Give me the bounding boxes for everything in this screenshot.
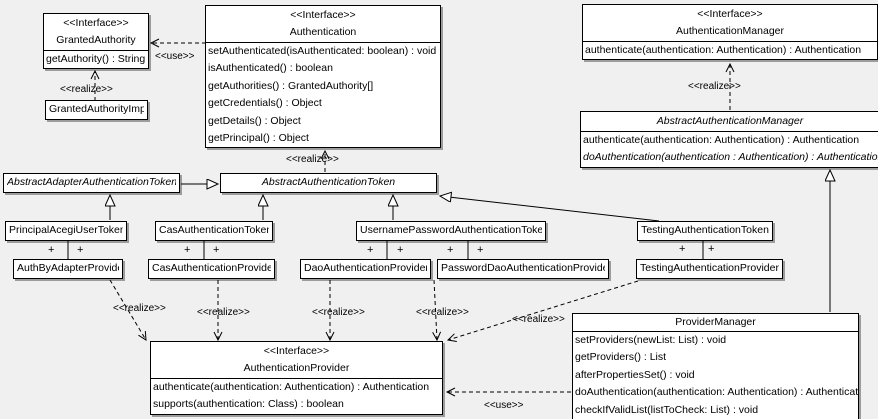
method: getCredentials() : Object [208, 97, 322, 110]
class-name: CasAuthenticationProvider [152, 262, 271, 274]
class-header: <<Interface>> AuthenticationManager [583, 5, 877, 42]
class-cas-authentication-token[interactable]: CasAuthenticationToken [155, 221, 273, 241]
class-name: PrincipalAcegiUserToken [9, 224, 123, 236]
edge-label-realize: <<realize>> [312, 307, 365, 318]
class-name: PasswordDaoAuthenticationProvider [441, 262, 605, 274]
assoc-end-plus: + [367, 244, 374, 256]
class-testing-authentication-provider[interactable]: TestingAuthenticationProvider [636, 259, 783, 279]
class-abstract-adapter-authentication-token[interactable]: AbstractAdapterAuthenticationToken [3, 173, 180, 193]
edge-label-realize: <<realize>> [60, 84, 113, 95]
class-abstract-authentication-manager[interactable]: AbstractAuthenticationManager authentica… [580, 111, 878, 168]
method: getProviders() : List [575, 351, 667, 364]
class-name: AuthenticationManager [676, 25, 784, 37]
method: isAuthenticated() : boolean [208, 62, 333, 75]
class-header: <<Interface>> GrantedAuthority [44, 14, 148, 51]
edge-realize-passworddaoauthenticationprovider [432, 279, 442, 342]
class-header: <<Interface>> Authentication [206, 6, 440, 43]
class-name: UsernamePasswordAuthenticationToken [360, 224, 542, 236]
class-dao-authentication-provider[interactable]: DaoAuthenticationProvider [300, 259, 431, 279]
class-name: AuthenticationProvider [243, 362, 350, 374]
class-header: ProviderManager [573, 314, 858, 332]
class-granted-authority[interactable]: <<Interface>> GrantedAuthority getAuthor… [43, 13, 149, 70]
class-authentication-provider[interactable]: <<Interface>> AuthenticationProvider aut… [150, 341, 443, 415]
method: getAuthorities() : GrantedAuthority[] [208, 79, 374, 92]
edge-label-realize: <<realize>> [286, 154, 339, 165]
assoc-end-plus: + [213, 244, 220, 256]
edge-realize-testingauthenticationprovider [446, 280, 639, 342]
class-testing-authentication-token[interactable]: TestingAuthenticationToken [637, 221, 773, 241]
class-name: AbstractAuthenticationToken [261, 176, 396, 188]
class-name: AbstractAuthenticationManager [656, 115, 804, 127]
class-name: GrantedAuthorityImpl [49, 103, 144, 115]
edge-label-use: <<use>> [484, 400, 524, 411]
edge-label-realize: <<realize>> [197, 307, 250, 318]
class-username-password-authentication-token[interactable]: UsernamePasswordAuthenticationToken [356, 221, 546, 241]
class-auth-by-adapter-provider[interactable]: AuthByAdapterProvider [13, 259, 123, 279]
edge-label-realize: <<realize>> [416, 307, 469, 318]
class-header: <<Interface>> AuthenticationProvider [151, 342, 442, 379]
assoc-end-plus: + [708, 243, 715, 255]
assoc-end-plus: + [679, 243, 686, 255]
class-name: TestingAuthenticationProvider [640, 262, 779, 274]
method: doAuthentication(authentication : Authen… [583, 151, 878, 164]
class-authentication-manager[interactable]: <<Interface>> AuthenticationManager auth… [582, 4, 878, 61]
class-provider-manager[interactable]: ProviderManager setProviders(newList: Li… [572, 313, 859, 419]
method: authenticate(authentication: Authenticat… [583, 134, 860, 146]
class-name: AuthByAdapterProvider [17, 262, 119, 274]
class-name: Authentication [289, 26, 357, 38]
stereotype: <<Interface>> [697, 8, 763, 20]
stereotype: <<Interface>> [63, 17, 129, 29]
edge-label-realize: <<realize>> [688, 81, 741, 92]
edge-label-realize: <<realize>> [113, 303, 166, 314]
edge-label-use: <<use>> [155, 51, 195, 62]
method: getPrincipal() : Object [208, 131, 309, 144]
class-granted-authority-impl[interactable]: GrantedAuthorityImpl [45, 100, 148, 120]
class-password-dao-authentication-provider[interactable]: PasswordDaoAuthenticationProvider [437, 259, 609, 279]
class-name: ProviderManager [675, 316, 756, 328]
method: checkIfValidList(listToCheck: List) : vo… [575, 403, 759, 416]
edge-gen-testingauthenticationtoken [440, 196, 660, 222]
assoc-end-plus: + [184, 244, 191, 256]
stereotype: <<Interface>> [290, 9, 356, 21]
assoc-end-plus: + [397, 244, 404, 256]
method: supports(authentication: Class) : boolea… [153, 398, 344, 411]
class-name: DaoAuthenticationProvider [304, 262, 427, 274]
method: afterPropertiesSet() : void [575, 368, 695, 381]
edge-realize-authbyadapterprovider [109, 279, 147, 341]
edge-label-realize: <<realize>> [512, 314, 565, 325]
assoc-end-plus: + [77, 244, 84, 256]
class-cas-authentication-provider[interactable]: CasAuthenticationProvider [148, 259, 275, 279]
class-authentication[interactable]: <<Interface>> Authentication setAuthenti… [205, 5, 441, 149]
assoc-end-plus: + [447, 244, 454, 256]
method: authenticate(authentication: Authenticat… [153, 381, 430, 393]
assoc-end-plus: + [477, 244, 484, 256]
class-name: GrantedAuthority [56, 34, 136, 46]
method: setProviders(newList: List) : void [575, 334, 727, 346]
class-name: AbstractAdapterAuthenticationToken [7, 176, 176, 188]
stereotype: <<Interface>> [263, 345, 330, 357]
method: doAuthentication(authentication: Authent… [575, 386, 858, 399]
class-name: CasAuthenticationToken [159, 224, 269, 236]
class-principal-acegi-user-token[interactable]: PrincipalAcegiUserToken [5, 221, 127, 241]
class-abstract-authentication-token[interactable]: AbstractAuthenticationToken [220, 173, 437, 193]
method: authenticate(authentication: Authenticat… [585, 44, 862, 56]
method: setAuthenticated(isAuthenticated: boolea… [208, 45, 437, 57]
method: getAuthority() : String [46, 53, 146, 65]
class-header: AbstractAuthenticationManager [581, 112, 878, 132]
class-name: TestingAuthenticationToken [641, 224, 769, 236]
method: getDetails() : Object [208, 114, 301, 127]
assoc-end-plus: + [48, 244, 55, 256]
